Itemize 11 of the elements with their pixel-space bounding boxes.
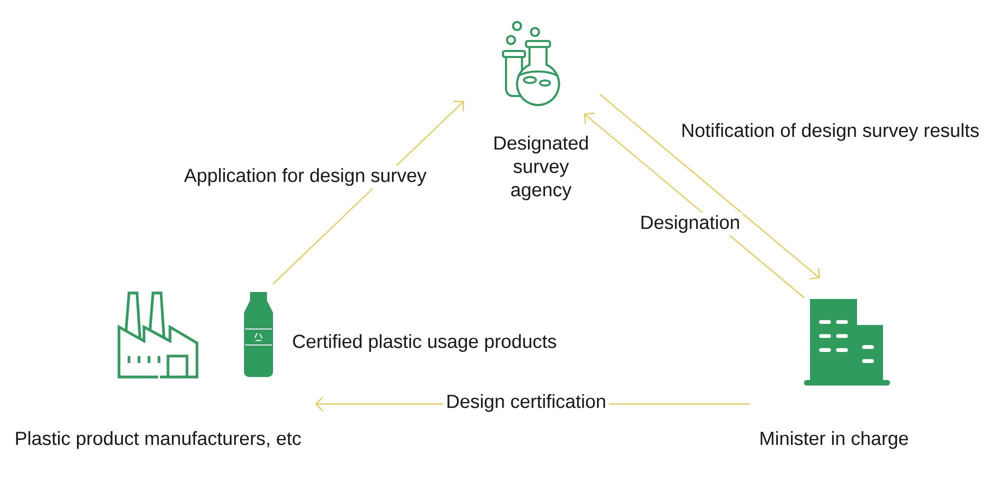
node-label: Minister in charge — [760, 431, 908, 449]
edge-label: Design certification — [443, 392, 609, 414]
caption: Certified plastic usage products — [293, 334, 556, 352]
edge-label: Application for design survey — [181, 166, 430, 188]
edge-label: Designation — [637, 212, 743, 236]
arrow — [584, 112, 804, 298]
node-label: Designated survey agency — [494, 136, 588, 200]
edge-label: Notification of design survey results — [678, 120, 982, 144]
arrow — [600, 94, 820, 280]
arrow — [272, 100, 464, 284]
node-label: Plastic product manufacturers, etc — [16, 431, 301, 449]
